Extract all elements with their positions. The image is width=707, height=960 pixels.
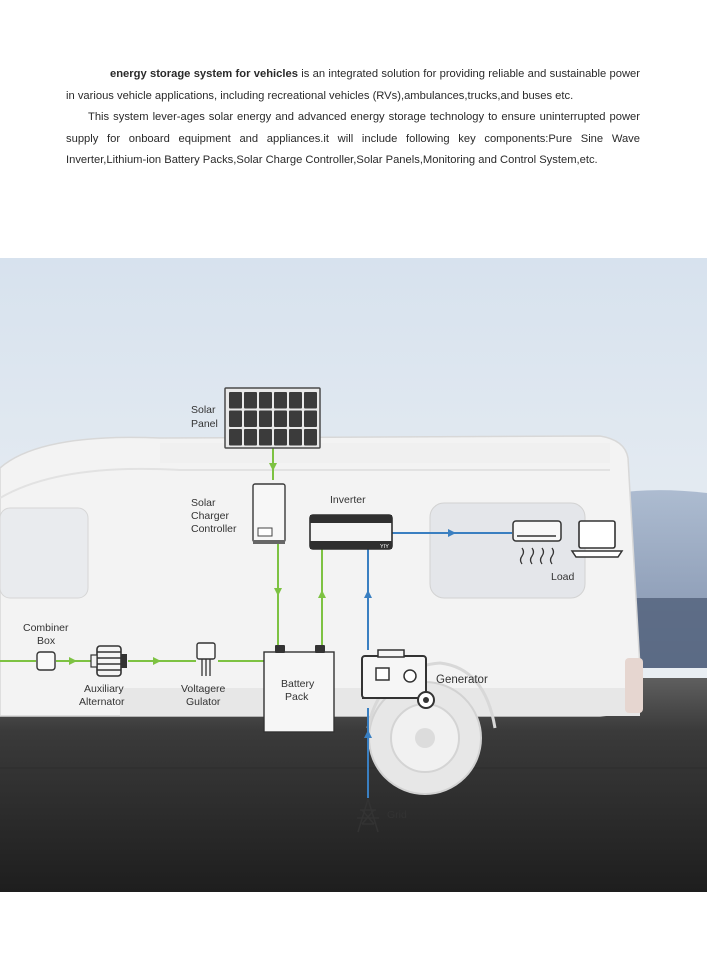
solar-cell — [274, 410, 287, 427]
air-conditioner-icon — [512, 520, 562, 565]
solar-cell — [289, 410, 302, 427]
solar-cell — [289, 392, 302, 409]
combiner-box — [36, 651, 56, 671]
solar-cell — [229, 429, 242, 446]
intro-paragraph-2-text: This system lever-ages solar energy and … — [66, 111, 640, 166]
svg-text:Generator: Generator — [436, 674, 488, 686]
svg-text:Solar: Solar — [191, 497, 216, 509]
generator-icon — [361, 649, 435, 709]
svg-text:Grid: Grid — [387, 809, 407, 821]
svg-text:Gulator: Gulator — [186, 696, 221, 708]
label-inverter: Inverter — [330, 494, 366, 506]
inverter: YIY — [309, 514, 393, 550]
label-generator: Generator — [436, 674, 488, 686]
label-alternator-2: Alternator — [79, 696, 125, 708]
solar-charger-controller — [252, 483, 286, 544]
svg-text:Auxiliary: Auxiliary — [84, 683, 124, 695]
solar-cell — [244, 392, 257, 409]
svg-text:Pack: Pack — [285, 691, 309, 703]
svg-text:Combiner: Combiner — [23, 622, 69, 634]
label-battery-2: Pack — [285, 691, 309, 703]
label-regulator-1: Voltagere — [181, 683, 226, 695]
solar-cell — [274, 392, 287, 409]
svg-text:Box: Box — [37, 635, 56, 647]
voltage-regulator-icon — [196, 642, 216, 676]
solar-cell — [244, 429, 257, 446]
solar-cell — [304, 429, 317, 446]
solar-cell — [304, 410, 317, 427]
svg-text:Inverter: Inverter — [330, 494, 366, 506]
flow-arrows — [69, 463, 456, 738]
svg-text:Alternator: Alternator — [79, 696, 125, 708]
solar-cell — [304, 392, 317, 409]
intro-highlight: energy storage system for vehicles — [110, 68, 298, 80]
intro-paragraph-2: This system lever-ages solar energy and … — [66, 107, 640, 172]
solar-cell — [289, 429, 302, 446]
label-load: Load — [551, 571, 575, 583]
svg-text:Battery: Battery — [281, 678, 315, 690]
solar-cell — [274, 429, 287, 446]
intro-paragraph-1: energy storage system for vehicles is an… — [66, 64, 640, 107]
label-combiner-1: Combiner — [23, 622, 69, 634]
solar-panel — [224, 387, 321, 449]
solar-cell — [259, 392, 272, 409]
label-battery-1: Battery — [281, 678, 315, 690]
label-charger-3: Controller — [191, 523, 237, 535]
label-solar-panel-2: Panel — [191, 418, 218, 430]
label-charger-2: Charger — [191, 510, 229, 522]
label-alternator-1: Auxiliary — [84, 683, 124, 695]
label-solar-panel-1: Solar — [191, 404, 216, 416]
intro-text: energy storage system for vehicles is an… — [66, 64, 640, 172]
solar-cell — [229, 410, 242, 427]
svg-text:Solar: Solar — [191, 404, 216, 416]
svg-text:Voltagere: Voltagere — [181, 683, 226, 695]
solar-cell — [259, 429, 272, 446]
grid-tower-icon — [357, 798, 379, 833]
solar-cell — [259, 410, 272, 427]
label-charger-1: Solar — [191, 497, 216, 509]
diagram-labels: Solar Panel Solar Charger Controller Inv… — [23, 404, 575, 821]
laptop-icon — [570, 520, 624, 558]
battery-pack — [263, 645, 335, 733]
intro-paragraph-1-text: is an integrated solution for providing … — [66, 68, 640, 102]
solar-cell — [244, 410, 257, 427]
alternator-icon — [90, 645, 127, 677]
inverter-brand: YIY — [380, 544, 389, 550]
label-regulator-2: Gulator — [186, 696, 221, 708]
svg-text:Controller: Controller — [191, 523, 237, 535]
label-grid: Grid — [387, 809, 407, 821]
solar-cell — [229, 392, 242, 409]
label-combiner-2: Box — [37, 635, 56, 647]
svg-text:Charger: Charger — [191, 510, 229, 522]
system-diagram: YIY — [0, 258, 707, 892]
svg-text:Load: Load — [551, 571, 575, 583]
svg-text:Panel: Panel — [191, 418, 218, 430]
